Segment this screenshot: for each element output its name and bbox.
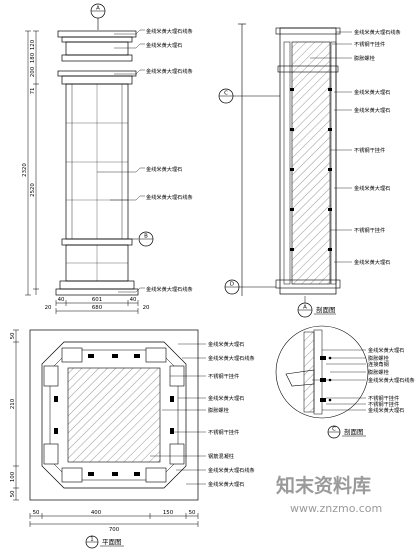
plan-label-2: 金线米黄大理石线条 [208, 354, 255, 362]
plan-label-3: 不锈钢干挂件 [208, 372, 239, 380]
detail-label-8: 金线米黄大理石 [368, 406, 404, 414]
plan-dim-50-right: 50 [189, 510, 196, 516]
section-concrete-core [291, 41, 331, 285]
section-title-marker: A [297, 296, 336, 318]
plan-dim-left-210: 210 [10, 398, 16, 409]
plan-dim-left-100: 100 [10, 471, 16, 482]
column-plan: 50 400 150 50 700 50 210 100 50 [10, 329, 255, 549]
plan-dim-50-left: 50 [33, 510, 40, 516]
section-marker-a-label: A [96, 6, 100, 12]
detail-label-5: 金线米黄大理石线条 [368, 376, 415, 384]
sec-label-8: 不锈钢干挂件 [354, 226, 385, 234]
detail-label-4: 膨胀螺栓 [368, 368, 390, 376]
dim-2320: 2320 [22, 163, 28, 177]
plan-title-marker: 1 [85, 535, 124, 549]
detail-leaders [312, 349, 366, 411]
dim-2520: 2520 [30, 183, 36, 197]
watermark: 知末资料库 www.znzmo.com [276, 474, 382, 515]
detail-label-6: 不锈钢干挂件 [368, 394, 399, 402]
plan-label-7: 钢筋混凝柱 [208, 452, 234, 460]
plan-label-8: 金线米黄大理石线条 [208, 466, 255, 474]
column-shaft [55, 83, 139, 296]
detail-title-marker: C [327, 425, 366, 439]
plan-label-5: 膨胀螺栓 [208, 406, 230, 414]
plan-label-9: 金线米黄大理石 [208, 480, 244, 488]
elev-label-4: 金线米黄大理石 [146, 165, 182, 173]
column-elevation: A [22, 3, 193, 314]
sec-label-2: 不锈钢干挂件 [354, 40, 385, 48]
detail-anchors [320, 356, 332, 402]
dim-200: 200 [30, 66, 36, 77]
watermark-url: www.znzmo.com [290, 502, 382, 515]
sec-label-6: 不锈钢干挂件 [354, 146, 385, 154]
plan-leaders [150, 343, 206, 485]
plan-dims-left [13, 329, 19, 501]
plan-title: 平面图 [102, 538, 122, 546]
sec-label-7: 金线米黄大理石 [354, 184, 390, 192]
dim-20-right: 20 [143, 305, 150, 311]
detail-label-7: 不锈钢干挂件 [368, 400, 399, 408]
detail-label-2: 膨胀螺栓 [368, 354, 390, 362]
grid-marker-d: D [224, 279, 276, 295]
column-section: C D A 剖面图 金线米黄大理石 [218, 23, 401, 318]
dim-180: 180 [30, 52, 36, 63]
plan-anchors [54, 354, 174, 476]
grid-marker-c-label: C [224, 91, 228, 97]
detail-title: 剖面图 [344, 427, 364, 436]
dim-40-left: 40 [58, 297, 65, 303]
grid-marker-b-label: B [144, 234, 148, 240]
elev-label-2: 金线米黄大理石 [146, 41, 182, 49]
plan-label-4: 金线米黄大理石 [208, 394, 244, 402]
dim-71: 71 [30, 88, 36, 95]
dim-120: 120 [30, 39, 36, 50]
elev-label-6: 金线米黄大理石线条 [146, 285, 193, 293]
plan-dims-bottom [29, 513, 199, 527]
grid-marker-c: C [218, 88, 280, 104]
section-title-marker-label: A [303, 305, 307, 311]
sec-label-3: 膨胀螺栓 [354, 54, 376, 62]
elevation-dims-left [25, 30, 39, 296]
elev-label-3: 金线米黄大理石线条 [146, 67, 193, 75]
detail-c: 金线米黄大理石 膨胀螺栓 连接角钢 膨胀螺栓 金线米黄大理石线条 不锈钢干挂件 … [275, 325, 415, 439]
sec-label-4: 金线米黄大理石 [354, 88, 390, 96]
plan-label-1: 金线米黄大理石 [208, 340, 244, 348]
dim-40-right: 40 [130, 297, 137, 303]
sec-label-5: 金线米黄大理石 [354, 106, 390, 114]
plan-dim-700: 700 [109, 527, 120, 533]
detail-label-3: 连接角钢 [368, 360, 389, 368]
plan-dim-left-50-top: 50 [10, 332, 16, 339]
sec-label-9: 金线米黄大理石 [354, 258, 390, 266]
plan-dim-left-50-bottom: 50 [10, 490, 16, 497]
section-marker-a: A [90, 3, 106, 30]
plan-dim-150: 150 [163, 510, 174, 516]
elevation-leaders [97, 29, 145, 293]
dim-601: 601 [92, 297, 102, 303]
plan-concrete-core [67, 367, 161, 463]
detail-label-1: 金线米黄大理石 [368, 346, 404, 354]
grid-marker-d-label: D [230, 282, 234, 288]
elevation-dims-bottom [55, 300, 139, 314]
elev-label-1: 金线米黄大理石线条 [146, 27, 193, 35]
dim-20-left: 20 [45, 305, 52, 311]
section-anchors [290, 88, 332, 251]
section-leaders [310, 31, 352, 263]
plan-dim-400: 400 [91, 510, 102, 516]
column-capital [57, 30, 137, 85]
grid-marker-b: B [128, 231, 154, 247]
detail-title-mark: C [332, 427, 336, 433]
plan-label-6: 不锈钢干挂件 [208, 428, 239, 436]
section-title: 剖面图 [316, 305, 336, 314]
sec-label-1: 金线米黄大理石线条 [354, 28, 401, 36]
elev-label-5: 金线米黄大理石线条 [146, 193, 193, 201]
dim-680: 680 [92, 305, 103, 311]
watermark-cn: 知末资料库 [276, 474, 371, 497]
plan-title-mark: 1 [90, 537, 93, 543]
